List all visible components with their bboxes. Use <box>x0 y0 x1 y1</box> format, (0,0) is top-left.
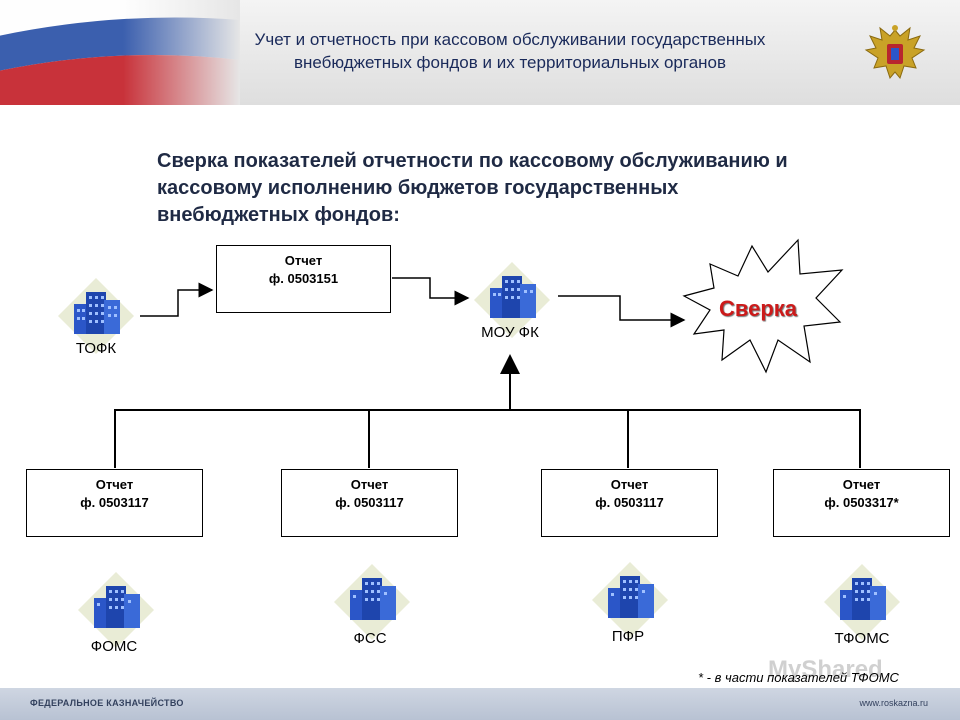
report-0503117-box-foms: Отчет ф. 0503117 <box>26 469 203 537</box>
report-form: ф. 0503317* <box>824 495 899 510</box>
building-icon <box>592 562 668 638</box>
report-title: Отчет <box>610 477 649 492</box>
node-label-pfr: ПФР <box>611 628 645 645</box>
report-0503151-box: Отчет ф. 0503151 <box>216 245 391 313</box>
report-0503317-box-tfoms: Отчет ф. 0503317* <box>773 469 950 537</box>
node-label-mou-fk: МОУ ФК <box>481 324 539 341</box>
header-banner: Учет и отчетность при кассовом обслужива… <box>0 0 960 105</box>
node-label-fss: ФСС <box>353 630 387 647</box>
report-title: Отчет <box>95 477 134 492</box>
report-to-moufk-connector <box>392 277 470 306</box>
watermark: MyShared <box>768 656 883 683</box>
report-form: ф. 0503117 <box>335 495 404 510</box>
building-icon <box>474 262 550 338</box>
building-icon <box>334 564 410 640</box>
main-title: Сверка показателей отчетности по кассово… <box>157 148 947 229</box>
main-title-line1: Сверка показателей отчетности по кассово… <box>157 150 788 172</box>
bottom-bus-connector <box>114 409 861 468</box>
main-title-line3: внебюджетных фондов: <box>157 204 400 226</box>
header-title: Учет и отчетность при кассовом обслужива… <box>170 28 850 74</box>
russian-flag-decoration <box>0 0 240 105</box>
sverka-label: Сверка <box>718 296 798 321</box>
sverka-starburst-shape <box>682 238 844 374</box>
main-title-line2: кассовому исполнению бюджетов государств… <box>157 177 679 199</box>
double-headed-eagle-emblem-icon <box>864 25 926 80</box>
node-label-tfoms: ТФОМС <box>834 630 890 647</box>
tofk-to-report-connector <box>140 282 214 317</box>
report-form: ф. 0503117 <box>595 495 664 510</box>
node-label-tofk: ТОФК <box>75 340 117 357</box>
report-0503117-box-fss: Отчет ф. 0503117 <box>281 469 458 537</box>
report-title: Отчет <box>842 477 881 492</box>
header-title-line2: внебюджетных фондов и их территориальных… <box>293 53 727 72</box>
footnote: * - в части показателей ТФОМС <box>698 670 899 685</box>
building-icon <box>824 564 900 640</box>
moufk-to-sverka-connector <box>558 295 686 328</box>
report-form: ф. 0503151 <box>268 271 339 286</box>
building-icon <box>78 572 154 648</box>
footer-website-link[interactable]: www.roskazna.ru <box>859 698 928 708</box>
node-label-foms: ФОМС <box>90 638 138 655</box>
report-form: ф. 0503117 <box>80 495 149 510</box>
report-0503117-box-pfr: Отчет ф. 0503117 <box>541 469 718 537</box>
report-title: Отчет <box>350 477 389 492</box>
footer-organization: ФЕДЕРАЛЬНОЕ КАЗНАЧЕЙСТВО <box>30 698 184 708</box>
building-icon <box>58 278 134 354</box>
footer-bar: ФЕДЕРАЛЬНОЕ КАЗНАЧЕЙСТВО www.roskazna.ru <box>0 688 960 720</box>
header-title-line1: Учет и отчетность при кассовом обслужива… <box>254 30 766 49</box>
report-title: Отчет <box>284 253 323 268</box>
